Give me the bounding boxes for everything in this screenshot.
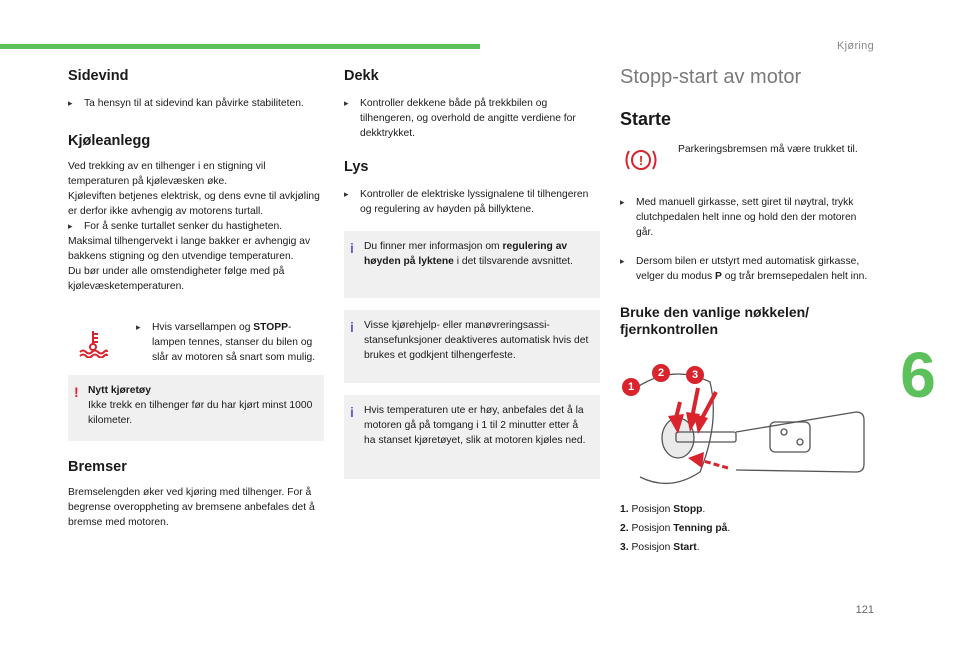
section-title-kjoleanlegg: Kjøleanlegg (68, 133, 151, 149)
info-box: i Hvis temperaturen ute er høy, anbefale… (344, 395, 600, 479)
paragraph: Du bør under alle omstendigheter følge m… (68, 266, 285, 292)
section-title-key: Bruke den vanlige nøkkelen/ fjernkontrol… (620, 304, 810, 337)
column-middle: Dekk ▸ Kontroller dekkene både på trekkb… (344, 64, 600, 479)
page-number: 121 (855, 604, 874, 616)
bullet-item: ▸ Kontroller dekkene både på trekkbilen … (344, 96, 600, 141)
column-left: Sidevind ▸ Ta hensyn til at sidevind kan… (68, 64, 324, 530)
info-text: Hvis temperaturen ute er høy, anbefales … (364, 405, 586, 446)
chapter-label: Kjøring (837, 40, 874, 52)
position-list: 1. Posisjon Stopp. 2. Posisjon Tenning p… (620, 502, 876, 555)
section-title-dekk: Dekk (344, 68, 379, 84)
svg-text:!: ! (639, 153, 643, 168)
coolant-temperature-icon (68, 320, 136, 365)
bullet-text: Hvis varsellampen og STOPP-lampen tennes… (152, 322, 316, 363)
triangle-bullet-icon: ▸ (344, 189, 349, 199)
info-icon: i (350, 240, 354, 256)
warning-text: Ikke trekk en tilhenger før du har kjørt… (88, 400, 313, 426)
bullet-text: Kontroller de elektriske lyssignalene ti… (360, 189, 589, 215)
triangle-bullet-icon: ▸ (620, 197, 625, 207)
bullet-text: For å senke turtallet senker du hastighe… (84, 221, 283, 232)
bullet-item: ▸ Kontroller de elektriske lyssignalene … (344, 187, 600, 217)
paragraph: Maksimal tilhengervekt i lange bakker er… (68, 236, 311, 262)
triangle-bullet-icon: ▸ (68, 98, 73, 108)
info-icon: i (350, 319, 354, 335)
section-title-starte: Starte (620, 109, 672, 129)
info-box: i Du finner mer informasjon om regulerin… (344, 231, 600, 298)
callout-1: 1 (622, 378, 640, 396)
bullet-item: ▸ For å senke turtallet senker du hastig… (68, 219, 324, 234)
list-item: 2. Posisjon Tenning på. (620, 523, 731, 534)
bullet-item: ▸ Ta hensyn til at sidevind kan påvirke … (68, 96, 324, 111)
top-accent-bar (0, 44, 480, 49)
info-text: Visse kjørehjelp- eller manøvreringsassi… (364, 320, 589, 361)
column-right: Stopp-start av motor Starte ! Parkerings… (620, 66, 876, 555)
parking-text: Parkeringsbremsen må være trukket til. (678, 144, 858, 155)
bullet-item: ▸ Med manuell girkasse, sett giret til n… (620, 195, 876, 240)
paragraph: Kjøleviften betjenes elektrisk, og dens … (68, 191, 320, 217)
callout-2: 2 (652, 364, 670, 382)
triangle-bullet-icon: ▸ (68, 221, 73, 231)
info-icon: i (350, 404, 354, 420)
parking-brake-icon: ! (620, 142, 678, 179)
list-item: 3. Posisjon Start. (620, 542, 700, 553)
bullet-text: Med manuell girkasse, sett giret til nøy… (636, 197, 857, 238)
chapter-section-title: Stopp-start av motor (620, 66, 802, 88)
section-title-bremser: Bremser (68, 459, 127, 475)
bullet-item: ▸ Hvis varsellampen og STOPP-lampen tenn… (136, 320, 324, 365)
chapter-number: 6 (898, 335, 938, 415)
paragraph: Ved trekking av en tilhenger i en stigni… (68, 161, 266, 187)
paragraph: Bremselengden øker ved kjøring med tilhe… (68, 487, 315, 528)
warning-exclamation-icon: ! (74, 384, 79, 400)
triangle-bullet-icon: ▸ (344, 98, 349, 108)
info-text: Du finner mer informasjon om regulering … (364, 241, 573, 267)
info-box: i Visse kjørehjelp- eller manøvreringsas… (344, 310, 600, 383)
warning-title: Nytt kjøretøy (88, 385, 151, 396)
section-title-lys: Lys (344, 159, 369, 175)
ignition-key-illustration: 1 2 3 (620, 352, 876, 498)
callout-3: 3 (686, 366, 704, 384)
parking-note: ! Parkeringsbremsen må være trukket til. (620, 142, 876, 179)
bullet-text: Ta hensyn til at sidevind kan påvirke st… (84, 98, 304, 109)
warning-box: ! Nytt kjøretøy Ikke trekk en tilhenger … (68, 375, 324, 441)
bullet-text: Dersom bilen er utstyrt med automatisk g… (636, 256, 868, 282)
lamp-note: ▸ Hvis varsellampen og STOPP-lampen tenn… (68, 320, 324, 365)
list-item: 1. Posisjon Stopp. (620, 504, 706, 515)
triangle-bullet-icon: ▸ (620, 256, 625, 266)
bullet-item: ▸ Dersom bilen er utstyrt med automatisk… (620, 254, 876, 284)
section-title-sidevind: Sidevind (68, 68, 129, 84)
bullet-text: Kontroller dekkene både på trekkbilen og… (360, 98, 576, 139)
triangle-bullet-icon: ▸ (136, 322, 141, 332)
